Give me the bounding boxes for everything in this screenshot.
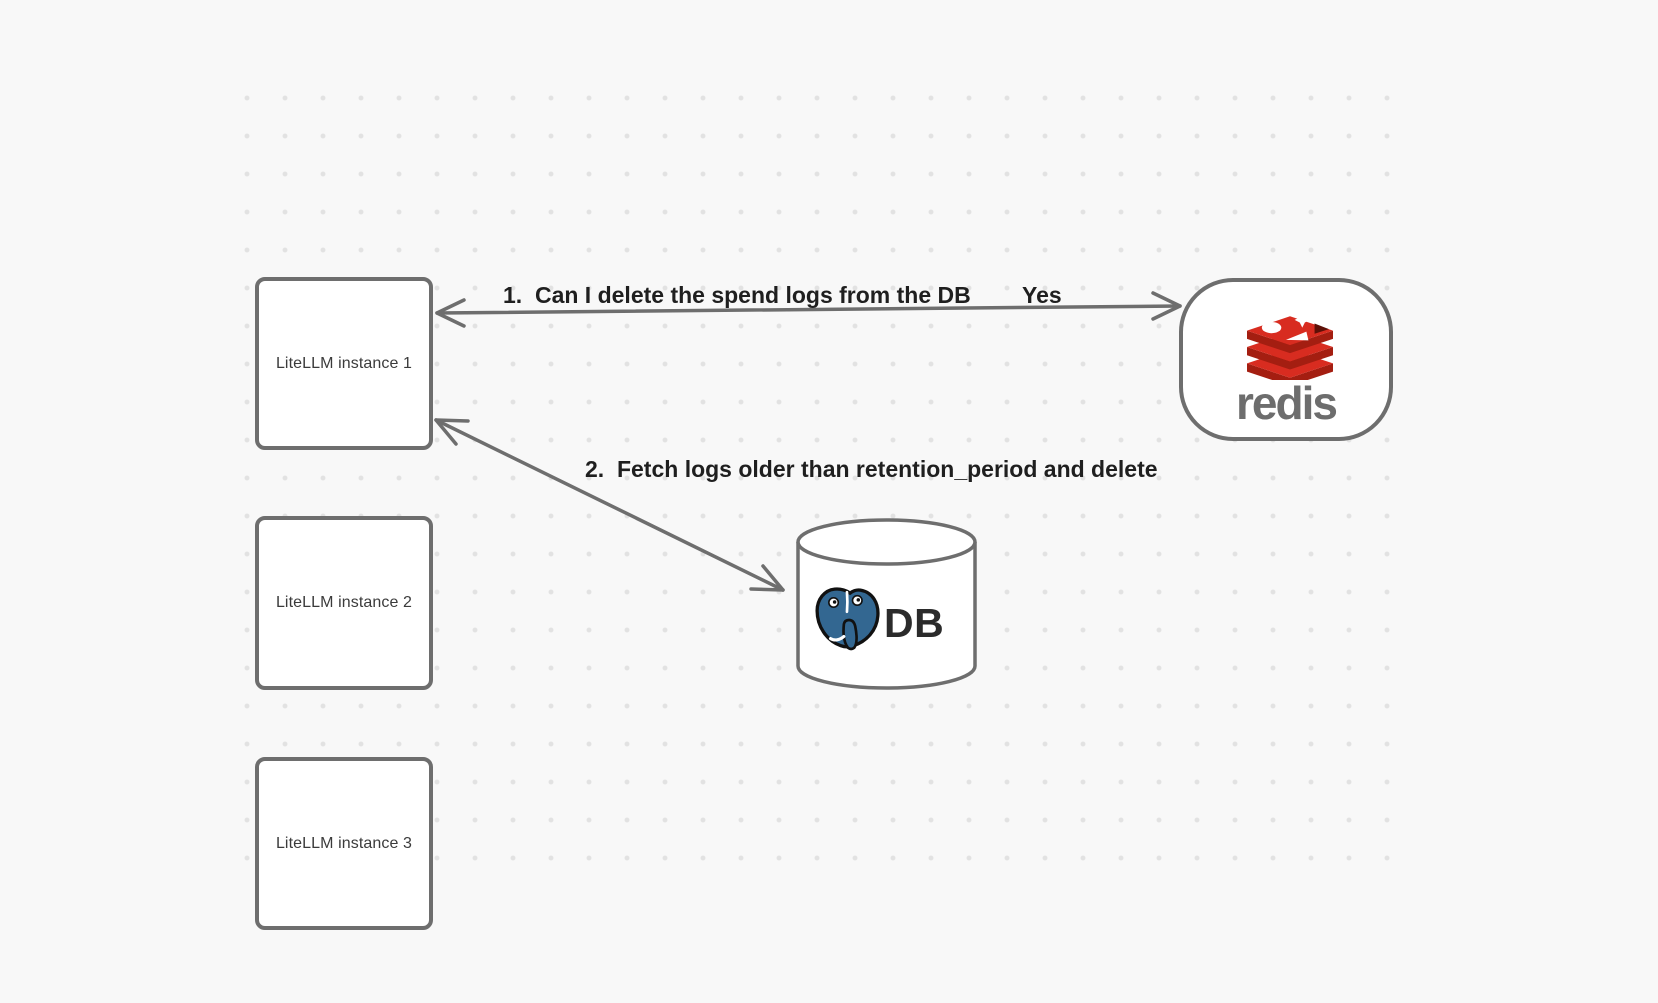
node-litellm-instance-3[interactable]: LiteLLM instance 3 <box>255 757 433 930</box>
node-label: LiteLLM instance 1 <box>275 354 413 372</box>
arrow-delete-spend-logs[interactable] <box>435 291 1182 328</box>
arrow-fetch-logs[interactable] <box>434 418 785 592</box>
node-label: LiteLLM instance 2 <box>275 594 413 611</box>
db-label: DB <box>884 600 945 646</box>
redis-logo-icon <box>1247 312 1333 380</box>
edge1-label: 1. Can I delete the spend logs from the … <box>503 282 971 308</box>
node-litellm-instance-1[interactable]: LiteLLM instance 1 <box>255 277 433 450</box>
node-litellm-instance-2[interactable]: LiteLLM instance 2 <box>255 516 433 690</box>
redis-wordmark: redis <box>1236 377 1338 429</box>
node-label: LiteLLM instance 3 <box>275 834 413 852</box>
dot-grid <box>228 79 1414 885</box>
edge1-response-label: Yes <box>1022 282 1062 308</box>
edge2-label: 2. Fetch logs older than retention_perio… <box>585 456 1158 482</box>
db-cylinder[interactable] <box>796 518 977 690</box>
node-redis[interactable]: redis <box>1179 278 1393 441</box>
postgresql-logo-icon <box>815 587 880 651</box>
